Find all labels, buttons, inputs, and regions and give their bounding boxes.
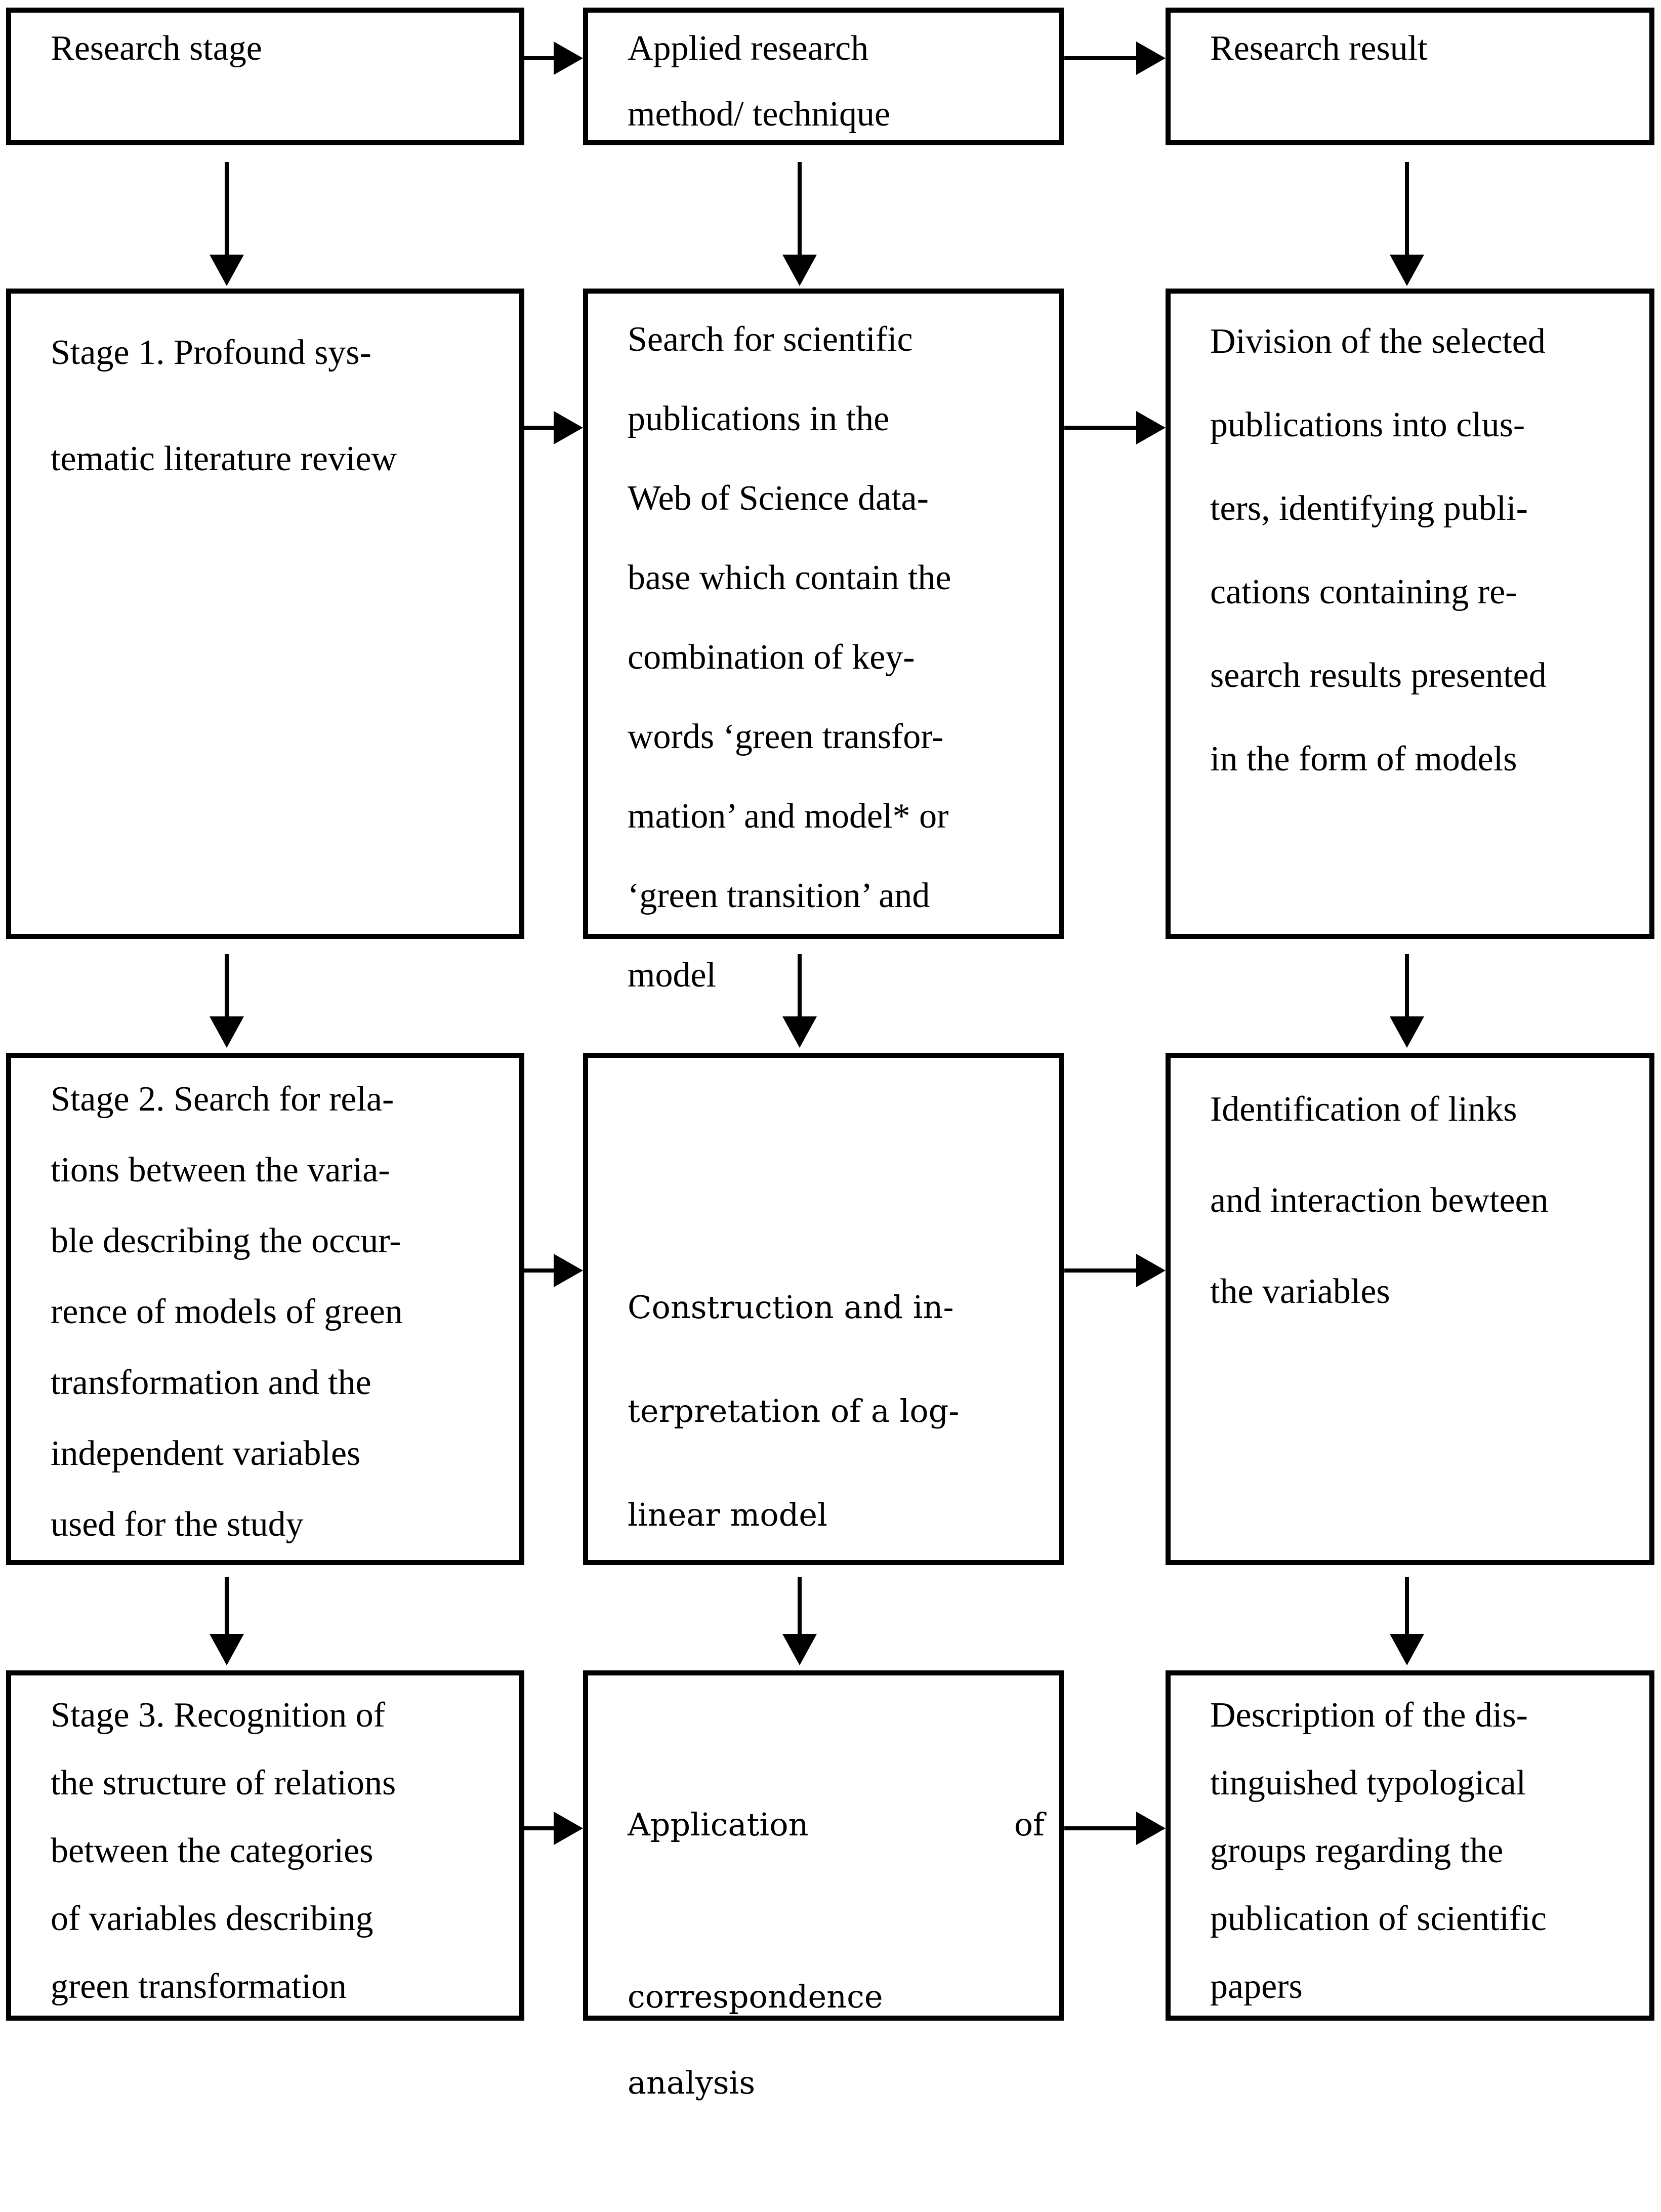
arrow-down-icon bbox=[1405, 162, 1409, 255]
box-stage1-method: Search for scientific publications in th… bbox=[583, 289, 1064, 995]
arrow-down-icon bbox=[798, 162, 802, 255]
box-stage1: Stage 1. Profound sys- tematic literatur… bbox=[6, 289, 524, 939]
arrow-down-icon bbox=[1405, 1577, 1409, 1634]
arrow-right-icon bbox=[1064, 1826, 1136, 1830]
arrow-down-icon bbox=[798, 954, 802, 1016]
arrow-down-icon bbox=[225, 954, 229, 1016]
arrow-right-icon bbox=[524, 1826, 554, 1830]
box-stage2-result: Identification of links and interaction … bbox=[1166, 1053, 1654, 1565]
arrow-down-icon bbox=[225, 162, 229, 255]
arrow-right-icon bbox=[524, 1268, 554, 1273]
arrow-right-icon bbox=[1064, 1268, 1136, 1273]
box-stage1-result: Division of the selected publications in… bbox=[1166, 289, 1654, 939]
arrow-right-icon bbox=[1064, 426, 1136, 430]
box-stage3-result: Description of the dis- tinguished typol… bbox=[1166, 1670, 1654, 2021]
justified-text-line: Application of bbox=[628, 1782, 1045, 1868]
arrow-down-icon bbox=[225, 1577, 229, 1634]
box-header-research-stage: Research stage bbox=[6, 8, 524, 145]
arrow-right-icon bbox=[524, 56, 554, 60]
box-header-applied-method: Applied research method/ technique bbox=[583, 8, 1064, 145]
method3-rest-lines: correspondence analysis bbox=[628, 1978, 883, 2101]
box-stage3: Stage 3. Recognition of the structure of… bbox=[6, 1670, 524, 2021]
box-header-research-result: Research result bbox=[1166, 8, 1654, 145]
method3-word-right: of bbox=[1014, 1806, 1045, 1843]
research-flowchart: Research stage Applied research method/ … bbox=[0, 0, 1661, 2025]
box-stage3-method: Application of correspondence analysis bbox=[583, 1670, 1064, 2101]
arrow-down-icon bbox=[798, 1577, 802, 1634]
arrow-right-icon bbox=[1064, 56, 1136, 60]
arrow-right-icon bbox=[524, 426, 554, 430]
box-stage2: Stage 2. Search for rela- tions between … bbox=[6, 1053, 524, 1565]
box-stage2-method: Construction and in- terpretation of a l… bbox=[583, 1053, 1064, 1565]
method3-word-left: Application bbox=[628, 1806, 809, 1843]
arrow-down-icon bbox=[1405, 954, 1409, 1016]
